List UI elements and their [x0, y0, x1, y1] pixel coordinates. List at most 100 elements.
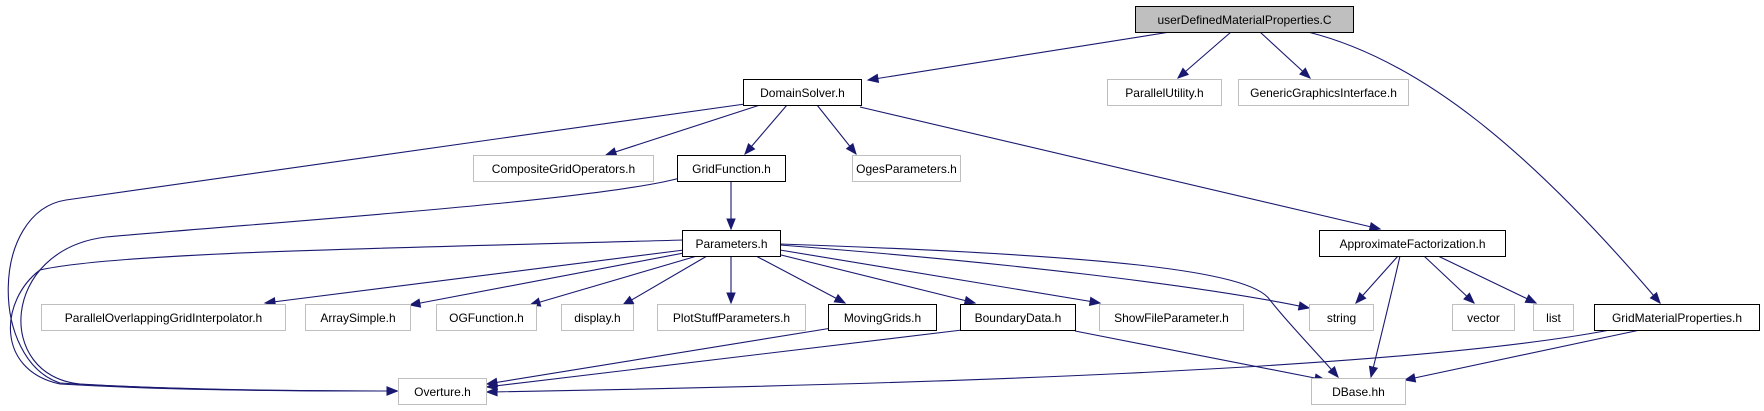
edge-boundarydata-to-overture	[485, 329, 963, 391]
node-box	[828, 304, 937, 331]
node-label: GridMaterialProperties.h	[1612, 311, 1742, 325]
node-arraysimple: ArraySimple.h	[305, 304, 411, 331]
node-overture: Overture.h	[398, 378, 487, 405]
node-domainsolver[interactable]: DomainSolver.h	[743, 79, 862, 106]
edge-root-to-domainsolver	[866, 31, 1171, 84]
node-label: OgesParameters.h	[856, 162, 957, 176]
edges-layer	[7, 31, 1661, 397]
edge-movinggrids-to-overture	[485, 327, 833, 387]
edge-parameters-to-boundarydata	[776, 253, 977, 306]
node-dbase: DBase.hh	[1311, 378, 1406, 405]
node-box	[657, 304, 806, 331]
node-ogesparameters: OgesParameters.h	[852, 155, 961, 182]
node-box	[1594, 304, 1760, 331]
edge-parameters-to-movinggrids	[755, 255, 847, 304]
node-box	[305, 304, 411, 331]
node-label: string	[1327, 311, 1356, 325]
edge-parameters-to-showfile	[779, 249, 1102, 306]
node-box	[1452, 304, 1515, 331]
node-label: OGFunction.h	[449, 311, 524, 325]
node-gridmaterial[interactable]: GridMaterialProperties.h	[1594, 304, 1760, 331]
node-label: Parameters.h	[695, 237, 767, 251]
node-gridfunction[interactable]: GridFunction.h	[677, 155, 786, 182]
node-box	[682, 230, 781, 257]
edge-approxfactor-to-dbase	[1368, 255, 1401, 379]
node-label: CompositeGridOperators.h	[492, 162, 635, 176]
node-box	[436, 304, 537, 331]
node-label: ParallelOverlappingGridInterpolator.h	[65, 311, 262, 325]
node-compositegridops: CompositeGridOperators.h	[473, 155, 654, 182]
node-box	[1319, 230, 1506, 257]
node-box	[561, 304, 634, 331]
edge-parameters-to-arraysimple	[408, 251, 690, 308]
edge-root-to-gridmaterial	[1307, 31, 1661, 305]
node-box	[960, 304, 1076, 331]
node-boundarydata[interactable]: BoundaryData.h	[960, 304, 1076, 331]
node-box	[1309, 304, 1374, 331]
node-box	[677, 155, 786, 182]
node-box	[473, 155, 654, 182]
edge-approxfactor-to-string	[1355, 255, 1399, 305]
node-parameters[interactable]: Parameters.h	[682, 230, 781, 257]
edge-root-to-genericgraphics	[1259, 31, 1311, 79]
node-ogfunction: OGFunction.h	[436, 304, 537, 331]
node-box	[398, 378, 487, 405]
node-label: DBase.hh	[1332, 385, 1385, 399]
edge-gridfunction-to-parameters	[726, 181, 736, 231]
node-label: userDefinedMaterialProperties.C	[1157, 13, 1331, 27]
node-label: display.h	[574, 311, 620, 325]
nodes-layer: userDefinedMaterialProperties.C DomainSol…	[41, 6, 1760, 405]
node-label: Overture.h	[414, 385, 471, 399]
node-box	[743, 79, 862, 106]
node-vector: vector	[1452, 304, 1515, 331]
node-label: DomainSolver.h	[760, 86, 845, 100]
edge-parameters-to-ogfunction	[528, 255, 698, 307]
node-movinggrids[interactable]: MovingGrids.h	[828, 304, 937, 331]
node-label: vector	[1467, 311, 1500, 325]
node-label: list	[1546, 311, 1561, 325]
edge-gridfunction-to-overture	[20, 177, 681, 396]
edge-parameters-to-overture	[10, 239, 685, 396]
edge-approxfactor-to-vector	[1423, 255, 1475, 304]
node-parallelutility: ParallelUtility.h	[1107, 79, 1222, 106]
node-label: MovingGrids.h	[844, 311, 921, 325]
node-box	[1099, 304, 1244, 331]
node-box	[1238, 79, 1409, 106]
edge-root-to-parallelutility	[1176, 31, 1232, 79]
node-box	[1107, 79, 1222, 106]
node-parallelogi: ParallelOverlappingGridInterpolator.h	[41, 304, 286, 331]
node-label: PlotStuffParameters.h	[673, 311, 790, 325]
edge-domainsolver-to-gridfunction	[744, 104, 788, 156]
node-string: string	[1309, 304, 1374, 331]
edge-parameters-to-display	[621, 255, 708, 306]
edge-boundarydata-to-dbase	[1074, 330, 1327, 383]
edge-parameters-to-dbase	[779, 243, 1339, 379]
node-label: ShowFileParameter.h	[1114, 311, 1229, 325]
node-box	[1533, 304, 1574, 331]
edge-domainsolver-to-ogesparameters	[816, 104, 857, 156]
node-list: list	[1533, 304, 1574, 331]
node-box	[41, 304, 286, 331]
node-plotstuff: PlotStuffParameters.h	[657, 304, 806, 331]
edge-gridmaterial-to-dbase	[1403, 329, 1641, 383]
node-box	[1311, 378, 1406, 405]
node-display: display.h	[561, 304, 634, 331]
node-box	[1135, 6, 1354, 33]
node-genericgraphics: GenericGraphicsInterface.h	[1238, 79, 1409, 106]
edge-approxfactor-to-list	[1437, 255, 1538, 304]
node-label: BoundaryData.h	[975, 311, 1062, 325]
edge-parameters-to-string	[779, 244, 1311, 311]
edge-domainsolver-to-overture	[7, 103, 746, 396]
node-box	[852, 155, 961, 182]
edge-gridmaterial-to-overture	[485, 329, 1611, 397]
edge-parameters-to-plotstuff	[726, 256, 736, 305]
node-root[interactable]: userDefinedMaterialProperties.C	[1135, 6, 1354, 33]
node-label: GridFunction.h	[692, 162, 771, 176]
node-label: GenericGraphicsInterface.h	[1250, 86, 1397, 100]
node-label: ParallelUtility.h	[1125, 86, 1203, 100]
edge-domainsolver-to-approxfactor	[859, 106, 1382, 232]
node-approxfactor[interactable]: ApproximateFactorization.h	[1319, 230, 1506, 257]
node-showfile: ShowFileParameter.h	[1099, 304, 1244, 331]
node-label: ApproximateFactorization.h	[1339, 237, 1485, 251]
